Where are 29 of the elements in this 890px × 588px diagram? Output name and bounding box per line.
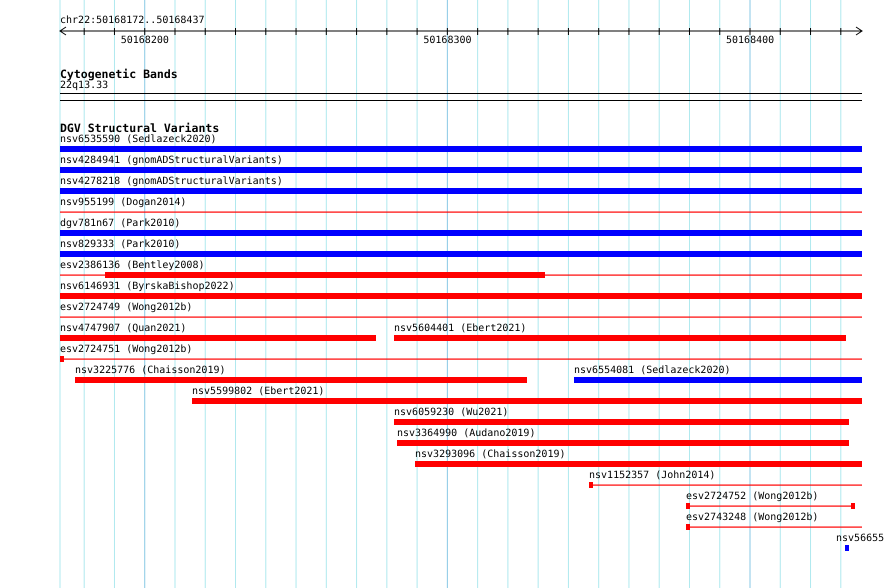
track-title: Cytogenetic Bands xyxy=(60,68,178,81)
variant-label: nsv5599802 (Ebert2021) xyxy=(192,386,324,398)
variant-label: nsv4747907 (Quan2021) xyxy=(60,323,186,335)
ruler-tick-label: 50168200 xyxy=(120,35,169,47)
variant-label: nsv3364990 (Audano2019) xyxy=(397,428,536,440)
variant-label: esv2386136 (Bentley2008) xyxy=(60,260,204,272)
variant-label: nsv6059230 (Wu2021) xyxy=(394,407,508,419)
variant-label: nsv6554081 (Sedlazeck2020) xyxy=(574,365,731,377)
variant-label: nsv6535590 (Sedlazeck2020) xyxy=(60,134,217,146)
ruler-tick-label: 50168400 xyxy=(726,35,774,47)
variant-label: esv2724751 (Wong2012b) xyxy=(60,344,192,356)
variant-label: nsv6146931 (ByrskaBishop2022) xyxy=(60,281,235,293)
variant-label: dgv781n67 (Park2010) xyxy=(60,218,180,230)
variant-label: nsv56655 xyxy=(836,533,884,545)
variant-label: esv2724749 (Wong2012b) xyxy=(60,302,192,314)
region-coordinates: chr22:50168172..50168437 xyxy=(60,15,204,27)
variant-label: nsv3293096 (Chaisson2019) xyxy=(415,449,566,461)
band-label: 22q13.33 xyxy=(60,80,108,92)
variant-label: nsv1152357 (John2014) xyxy=(589,470,716,482)
variant-label: nsv5604401 (Ebert2021) xyxy=(394,323,526,335)
variant-label: nsv829333 (Park2010) xyxy=(60,239,180,251)
variant-label: nsv3225776 (Chaisson2019) xyxy=(75,365,226,377)
variant-label: nsv955199 (Dogan2014) xyxy=(60,197,186,209)
track-title: DGV Structural Variants xyxy=(60,122,220,135)
ruler-tick-label: 50168300 xyxy=(423,35,472,47)
variant-label: esv2743248 (Wong2012b) xyxy=(686,512,818,524)
variant-label: esv2724752 (Wong2012b) xyxy=(686,491,818,503)
variant-label: nsv4278218 (gnomADStructuralVariants) xyxy=(60,176,283,188)
variant-label: nsv4284941 (gnomADStructuralVariants) xyxy=(60,155,283,167)
